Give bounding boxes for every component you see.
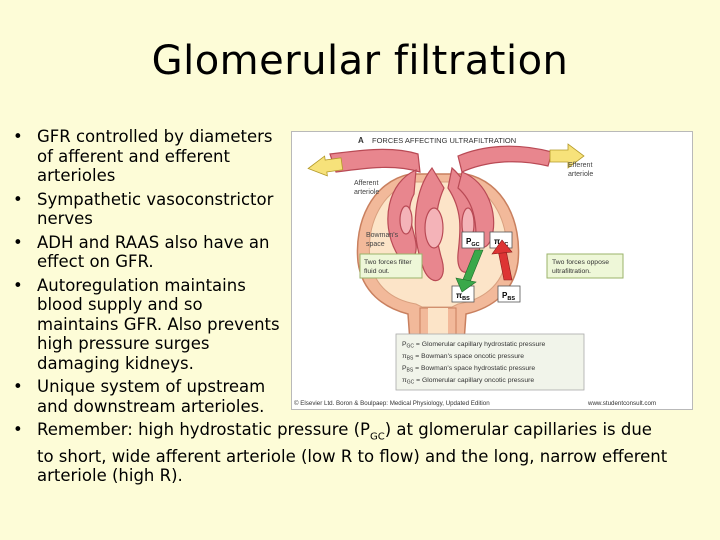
bullet-list: GFR controlled by diameters of afferent … bbox=[10, 127, 670, 490]
figure-credit-url: www.studentconsult.com bbox=[587, 400, 656, 407]
bullet-item: Autoregulation maintains blood supply an… bbox=[10, 276, 283, 374]
bullet-item-remember: Remember: high hydrostatic pressure (PGC… bbox=[10, 420, 670, 486]
bullet-item: Sympathetic vasoconstrictor nerves bbox=[10, 190, 283, 229]
filtration-arrow-green bbox=[455, 249, 484, 293]
bullet-item: ADH and RAAS also have an effect on GFR. bbox=[10, 233, 283, 272]
oppose-box-line-1: Two forces oppose bbox=[552, 259, 609, 266]
bowman-label-2: space bbox=[366, 241, 385, 248]
force-pgc-label: PGC bbox=[466, 237, 480, 248]
filter-out-box bbox=[359, 253, 423, 279]
remember-subscript: GC bbox=[369, 431, 385, 443]
force-pibs-label: πBS bbox=[456, 291, 470, 302]
afferent-flow-arrow bbox=[307, 155, 344, 177]
panel-title: FORCES AFFECTING ULTRAFILTRATION bbox=[372, 136, 516, 145]
remember-text-end: ) at glomerular capillaries is due to sh… bbox=[37, 420, 668, 486]
efferent-label-1: Efferent bbox=[568, 162, 592, 169]
legend-entry: πGC = Glomerular capillary oncotic press… bbox=[402, 377, 534, 386]
bullet-item: Unique system of upstream and downstream… bbox=[10, 377, 283, 416]
efferent-arteriole bbox=[457, 145, 553, 173]
efferent-label-2: arteriole bbox=[568, 171, 593, 178]
filter-box-line-1: Two forces filter bbox=[364, 259, 412, 266]
figure-credit: © Elsevier Ltd. Boron & Boulpaep: Medica… bbox=[294, 400, 490, 407]
oppose-box-line-2: ultrafiltration. bbox=[552, 268, 591, 275]
afferent-label-1: Afferent bbox=[354, 180, 378, 187]
opposing-arrow-red bbox=[491, 239, 513, 281]
efferent-flow-arrow bbox=[549, 143, 585, 169]
glomerulus-diagram: A FORCES AFFECTING ULTRAFILTRATION Affer… bbox=[294, 136, 656, 407]
afferent-arteriole bbox=[329, 148, 421, 173]
slide-title: Glomerular filtration bbox=[151, 38, 569, 84]
bowman-label-1: Bowman's bbox=[366, 232, 399, 239]
force-pbs-label: PBS bbox=[502, 291, 515, 302]
filter-box-line-2: fluid out. bbox=[364, 268, 390, 275]
bullet-item: GFR controlled by diameters of afferent … bbox=[10, 127, 283, 186]
symbol-legend bbox=[395, 333, 585, 391]
afferent-label-2: arteriole bbox=[354, 189, 379, 196]
legend-entry: PGC = Glomerular capillary hydrostatic p… bbox=[402, 341, 546, 350]
remember-text-start: Remember: high hydrostatic pressure (P bbox=[37, 420, 370, 439]
legend-entry: PBS = Bowman's space hydrostatic pressur… bbox=[402, 365, 535, 374]
ultrafiltration-figure: A FORCES AFFECTING ULTRAFILTRATION Affer… bbox=[291, 131, 693, 410]
panel-letter: A bbox=[358, 136, 364, 145]
legend-entry: πBS = Bowman's space oncotic pressure bbox=[402, 353, 524, 362]
oppose-box bbox=[546, 253, 624, 279]
